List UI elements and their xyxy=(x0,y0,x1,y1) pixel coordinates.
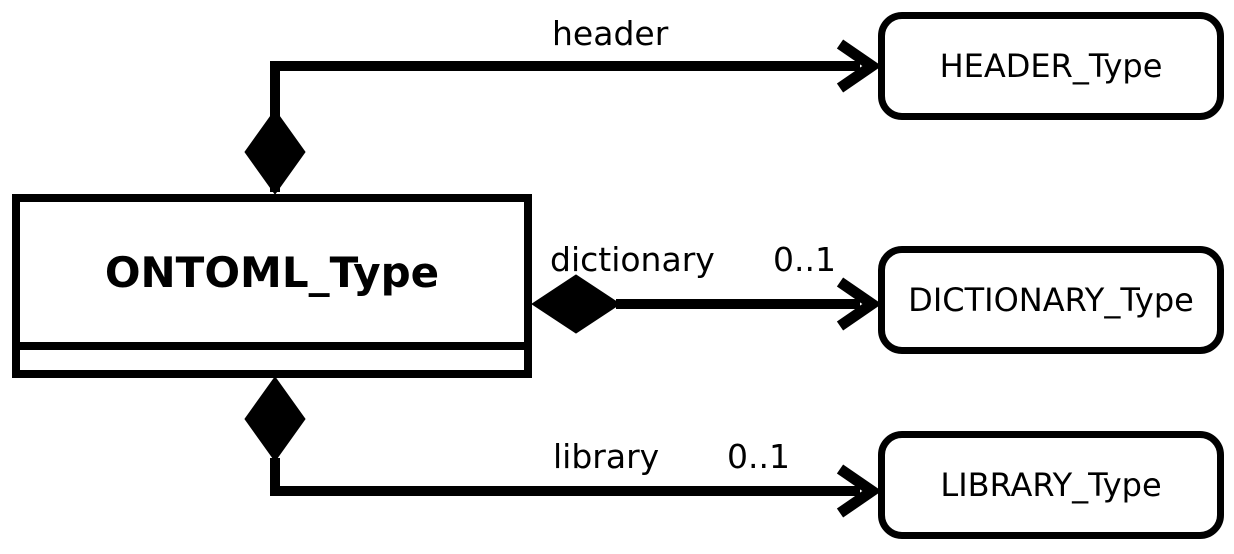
association-header-arrowhead-icon xyxy=(836,39,882,93)
association-library-multiplicity: 0..1 xyxy=(727,437,790,476)
association-library-line xyxy=(270,458,860,496)
type-node-header-type: HEADER_Type xyxy=(878,12,1224,120)
class-name-label: ONTOML_Type xyxy=(104,247,440,297)
association-header xyxy=(244,39,882,195)
association-dictionary-composition-diamond-icon xyxy=(531,274,621,334)
type-node-dictionary-type: DICTIONARY_Type xyxy=(878,246,1224,354)
association-library-label: library xyxy=(553,437,660,476)
association-dictionary-label: dictionary xyxy=(550,240,715,279)
association-header-line xyxy=(270,61,860,192)
association-dictionary-multiplicity: 0..1 xyxy=(773,240,836,279)
association-library xyxy=(244,376,882,518)
type-node-library-type: LIBRARY_Type xyxy=(878,431,1224,539)
association-library-composition-diamond-icon xyxy=(244,376,306,462)
association-dictionary xyxy=(531,274,882,334)
class-attributes-compartment xyxy=(20,342,524,370)
class-node-ontoml-type: ONTOML_Type xyxy=(12,194,532,378)
association-header-label: header xyxy=(552,14,669,53)
association-dictionary-arrowhead-icon xyxy=(836,277,882,331)
association-library-arrowhead-icon xyxy=(836,464,882,518)
association-header-composition-diamond-icon xyxy=(244,109,306,195)
